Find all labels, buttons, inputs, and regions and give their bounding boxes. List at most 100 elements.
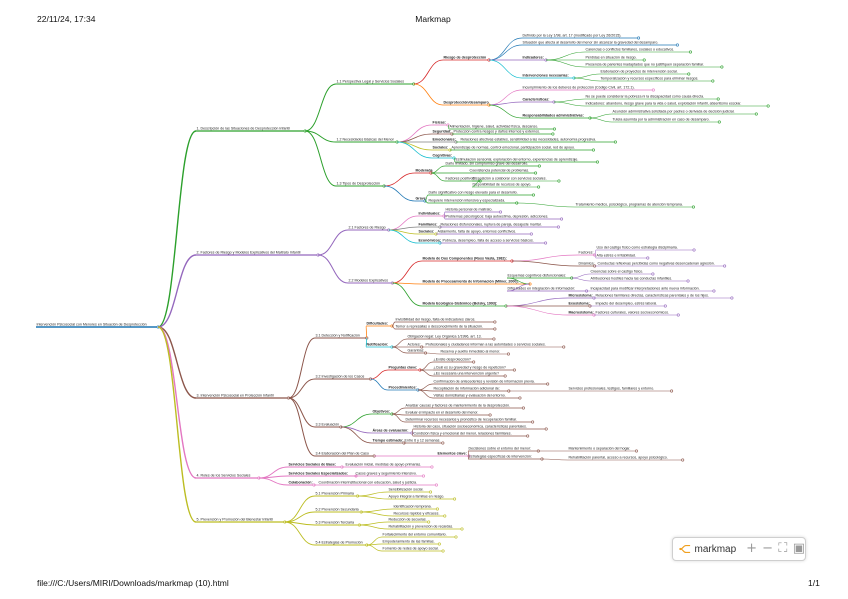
mindmap-node-label: Conductas reflexivas percibidas como neg… [598, 261, 715, 265]
node-toggle-icon[interactable] [754, 112, 758, 116]
mindmap-node-label: Notificación: [367, 342, 389, 346]
node-toggle-icon[interactable] [521, 406, 525, 410]
node-toggle-icon[interactable] [557, 179, 561, 183]
node-toggle-icon[interactable] [493, 327, 497, 331]
node-toggle-icon[interactable] [730, 296, 734, 300]
fit-window-button[interactable]: ⛶ [778, 541, 788, 556]
mindmap-node-label: Daño significativo con riesgo elevado pa… [429, 190, 518, 194]
mindmap-link [506, 283, 531, 292]
node-toggle-icon[interactable] [434, 483, 438, 487]
node-toggle-icon[interactable] [512, 368, 516, 372]
node-toggle-icon[interactable] [681, 458, 685, 462]
node-toggle-icon[interactable] [613, 140, 617, 144]
node-toggle-icon[interactable] [454, 535, 458, 539]
toggle-recursive-button[interactable]: ▣ [792, 541, 805, 556]
node-toggle-icon[interactable] [472, 360, 476, 364]
mindmap-link [361, 508, 394, 513]
node-toggle-icon[interactable] [686, 279, 690, 283]
node-toggle-icon[interactable] [687, 72, 691, 76]
zoom-out-button[interactable]: − [762, 541, 773, 556]
mindmap-node-label: Incumplimiento de los deberes de protecc… [523, 85, 635, 89]
node-toggle-icon[interactable] [766, 104, 770, 108]
node-toggle-icon[interactable] [437, 542, 441, 546]
node-toggle-icon[interactable] [651, 88, 655, 92]
node-toggle-icon[interactable] [712, 289, 716, 293]
zoom-in-button[interactable]: + [746, 541, 758, 556]
mindmap-link [391, 338, 408, 348]
node-toggle-icon[interactable] [562, 345, 566, 349]
node-toggle-icon[interactable] [443, 514, 447, 518]
mindmap-node-label: Modelo Ecológico-Sistémico (Belsky, 1993… [423, 301, 498, 305]
node-toggle-icon[interactable] [429, 490, 433, 494]
mindmap-link [505, 305, 569, 316]
node-toggle-icon[interactable] [518, 396, 522, 400]
node-toggle-icon[interactable] [556, 225, 560, 229]
mindmap-branch-label: 3. Intervención Psicosocial en Protecció… [197, 393, 274, 397]
node-toggle-icon[interactable] [537, 185, 541, 189]
mindmap-link [384, 172, 416, 187]
node-toggle-icon[interactable] [716, 97, 720, 101]
node-toggle-icon[interactable] [453, 497, 457, 501]
mindmap-node-label: Incapacidad para modificar interpretacio… [591, 286, 700, 290]
node-toggle-icon[interactable] [676, 313, 680, 317]
node-toggle-icon[interactable] [551, 132, 555, 136]
node-toggle-icon[interactable] [663, 304, 667, 308]
mindmap-node-label: 3.2 Investigación de los Casos [316, 374, 365, 378]
node-toggle-icon[interactable] [637, 36, 641, 40]
node-toggle-icon[interactable] [441, 549, 445, 553]
node-toggle-icon[interactable] [552, 127, 556, 131]
node-toggle-icon[interactable] [488, 413, 492, 417]
node-toggle-icon[interactable] [691, 205, 695, 209]
node-toggle-icon[interactable] [675, 43, 679, 47]
mindmap-node-label: Exosistema: [569, 301, 590, 305]
mindmap-node-label: Esquemas cognitivos disfuncionales: [508, 273, 567, 277]
node-toggle-icon[interactable] [534, 171, 538, 175]
node-toggle-icon[interactable] [692, 248, 696, 252]
node-toggle-icon[interactable] [430, 465, 434, 469]
mindmap-node-label: 2.1 Factores de Riesgo [349, 225, 386, 229]
mindmap-node-label: 3.1 Detección y Notificación [316, 333, 360, 337]
node-toggle-icon[interactable] [544, 427, 548, 431]
node-toggle-icon[interactable] [427, 520, 431, 524]
node-toggle-icon[interactable] [421, 474, 425, 478]
node-toggle-icon[interactable] [642, 58, 646, 62]
node-toggle-icon[interactable] [493, 320, 497, 324]
mindmap-link [357, 495, 389, 500]
node-toggle-icon[interactable] [688, 50, 692, 54]
node-toggle-icon[interactable] [717, 120, 721, 124]
node-toggle-icon[interactable] [560, 217, 564, 221]
node-toggle-icon[interactable] [537, 164, 541, 168]
node-toggle-icon[interactable] [526, 434, 530, 438]
node-toggle-icon[interactable] [646, 256, 650, 260]
mindmap-node-label: 3.4 Elaboración del Plan de Caso [316, 451, 369, 455]
mindmap-link [573, 77, 601, 82]
node-toggle-icon[interactable] [503, 374, 507, 378]
mindmap-node-label: Impacto del desempleo, estrés laboral. [596, 301, 658, 305]
node-toggle-icon[interactable] [435, 507, 439, 511]
node-toggle-icon[interactable] [531, 193, 535, 197]
mindmap-node-label: Situación que afecta al desarrollo del m… [523, 40, 659, 44]
node-toggle-icon[interactable] [711, 79, 715, 83]
node-toggle-icon[interactable] [498, 210, 502, 214]
mindmap-node-label: Analizar causas y factores de mantenimie… [406, 403, 511, 407]
node-toggle-icon[interactable] [460, 527, 464, 531]
node-toggle-icon[interactable] [595, 160, 599, 164]
node-toggle-icon[interactable] [546, 382, 550, 386]
node-toggle-icon[interactable] [591, 148, 595, 152]
node-toggle-icon[interactable] [531, 420, 535, 424]
node-toggle-icon[interactable] [529, 232, 533, 236]
node-toggle-icon[interactable] [670, 389, 674, 393]
node-toggle-icon[interactable] [492, 337, 496, 341]
node-toggle-icon[interactable] [544, 241, 548, 245]
node-toggle-icon[interactable] [720, 65, 724, 69]
mindmap-link [443, 215, 446, 220]
node-toggle-icon[interactable] [441, 441, 445, 445]
mindmap-node-label: Responsabilidades administrativas: [523, 113, 584, 117]
mindmap-link [318, 254, 349, 284]
node-toggle-icon[interactable] [651, 272, 655, 276]
node-toggle-icon[interactable] [723, 264, 727, 268]
mindmap-node-label: ¿Existe desprotección? [434, 357, 471, 361]
node-toggle-icon[interactable] [634, 449, 638, 453]
node-toggle-icon[interactable] [506, 352, 510, 356]
